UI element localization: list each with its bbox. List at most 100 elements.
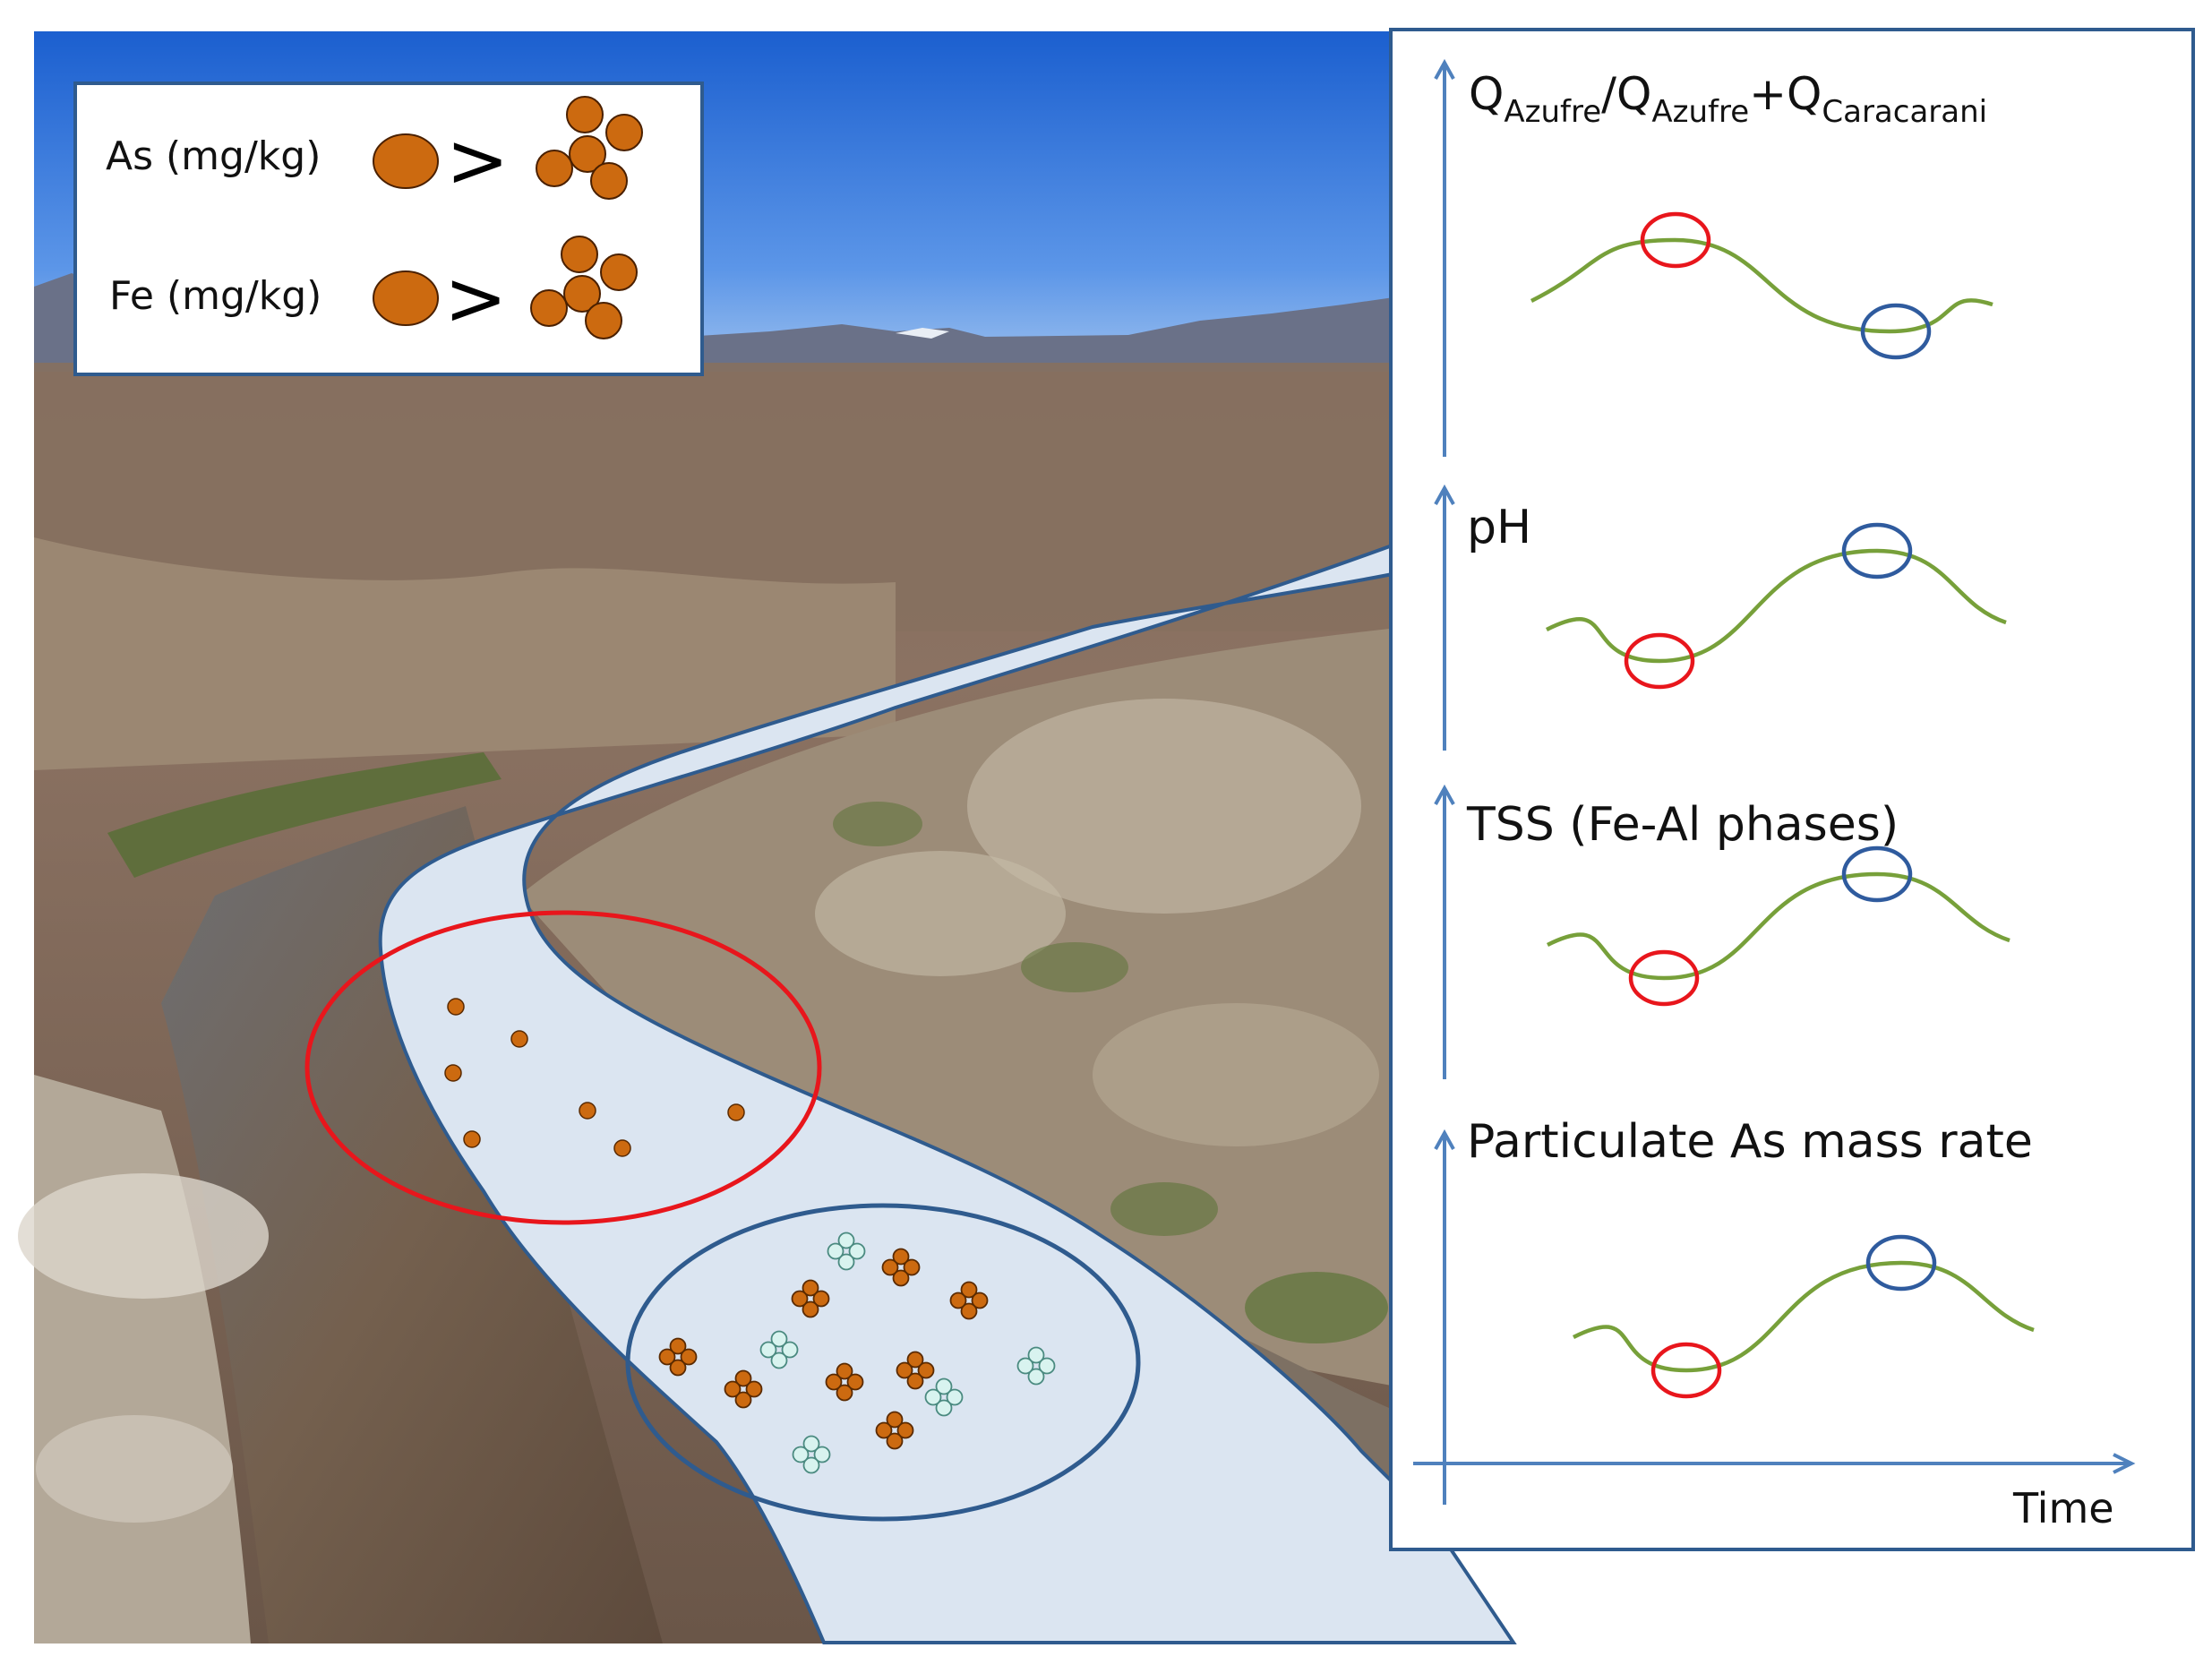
- greater-than-symbol: >: [444, 254, 507, 342]
- flower-lobe: [770, 1352, 788, 1369]
- flower-lobe: [802, 1456, 820, 1474]
- legend-label-fe: Fe (mg/kg): [109, 273, 322, 319]
- panel-curves: [1530, 211, 2035, 1399]
- trend-curve: [1530, 237, 1993, 334]
- y-axis-arrowhead: [1434, 484, 1455, 505]
- flower-lobe: [892, 1269, 910, 1287]
- flower-lobe: [802, 1279, 819, 1297]
- cluster-particle: [585, 302, 622, 339]
- orange-particle-aggregate: [825, 1362, 864, 1402]
- river-overlay: [378, 541, 1517, 1644]
- cyan-particle-aggregate: [759, 1330, 799, 1369]
- trend-curve: [1546, 871, 2011, 981]
- flower-lobe: [1038, 1357, 1056, 1375]
- cluster-particle: [563, 275, 601, 313]
- flower-lobe: [669, 1359, 687, 1377]
- flower-lobe: [827, 1242, 845, 1260]
- time-series-panel: QAzufre/QAzufre+QCaracarani pH TSS (Fe-A…: [1389, 28, 2195, 1551]
- particle-dot: [727, 1103, 745, 1121]
- cluster-particle: [605, 114, 643, 151]
- cyan-particle-aggregate: [1016, 1346, 1056, 1386]
- flower-lobe: [917, 1361, 935, 1379]
- label-slash-q: /Q: [1601, 68, 1651, 120]
- panel-axes: [1413, 58, 2136, 1505]
- trend-curve: [1545, 548, 2007, 664]
- blue-zone: [625, 1203, 1141, 1522]
- flower-lobe: [836, 1362, 853, 1380]
- flower-lobe: [949, 1292, 967, 1309]
- red-marker-ring: [1640, 211, 1711, 269]
- panel-label-ph: pH: [1467, 501, 1531, 554]
- flower-lobe: [759, 1341, 777, 1359]
- flower-lobe: [825, 1373, 843, 1391]
- x-axis-arrowhead: [2113, 1453, 2136, 1474]
- flower-lobe: [837, 1253, 855, 1271]
- cyan-particle-aggregate: [792, 1435, 831, 1474]
- label-sub-azufre-2: Azufre: [1651, 94, 1749, 130]
- legend-label-as: As (mg/kg): [106, 133, 321, 179]
- particle-cluster-icon: [530, 236, 638, 339]
- flower-lobe: [791, 1290, 809, 1308]
- flower-lobe: [935, 1377, 953, 1395]
- flower-lobe: [875, 1421, 893, 1439]
- label-plus-q: +Q: [1749, 68, 1822, 120]
- flower-lobe: [848, 1242, 866, 1260]
- red-marker-ring: [1628, 949, 1700, 1007]
- flower-lobe: [1016, 1357, 1034, 1375]
- particle-cluster-icon: [536, 96, 643, 200]
- blue-marker-ring: [1841, 522, 1913, 579]
- flower-lobe: [724, 1380, 742, 1398]
- particle-dot: [463, 1130, 481, 1148]
- blue-marker-ring: [1841, 845, 1913, 903]
- flower-lobe: [680, 1348, 698, 1366]
- flower-lobe: [1027, 1346, 1045, 1364]
- flower-lobe: [886, 1411, 904, 1429]
- flower-lobe: [792, 1446, 810, 1463]
- particle-dot: [447, 998, 465, 1016]
- flower-lobe: [846, 1373, 864, 1391]
- blue-zone-ellipse: [625, 1203, 1141, 1522]
- particle-dot: [579, 1102, 596, 1120]
- y-axis-arrowhead: [1434, 58, 1455, 80]
- flower-lobe: [960, 1302, 978, 1320]
- orange-particle-aggregate: [949, 1281, 989, 1320]
- orange-particle-aggregate: [875, 1411, 914, 1450]
- flower-lobe: [812, 1290, 830, 1308]
- flower-lobe: [886, 1432, 904, 1450]
- cluster-particle: [530, 289, 568, 327]
- orange-particle-aggregate: [791, 1279, 830, 1318]
- panel-label-particulate-as: Particulate As mass rate: [1467, 1115, 2033, 1169]
- red-marker-ring: [1624, 632, 1695, 690]
- red-zone: [304, 910, 822, 1225]
- grass-strip: [107, 752, 502, 878]
- label-q: Q: [1469, 68, 1504, 120]
- orange-particle-aggregate: [724, 1369, 763, 1409]
- flower-lobe: [813, 1446, 831, 1463]
- snow-patch: [896, 328, 949, 339]
- flower-lobe: [971, 1292, 989, 1309]
- flower-lobe: [836, 1384, 853, 1402]
- orange-particle-aggregate: [896, 1351, 935, 1390]
- red-zone-ellipse: [304, 910, 822, 1225]
- flower-lobe: [906, 1372, 924, 1390]
- panel-label-discharge-ratio: QAzufre/QAzufre+QCaracarani: [1469, 68, 1987, 130]
- flower-lobe: [802, 1300, 819, 1318]
- flower-lobe: [924, 1388, 942, 1406]
- cluster-particle: [590, 162, 628, 200]
- trend-curve: [1572, 1260, 2035, 1373]
- flower-lobe: [960, 1281, 978, 1299]
- legend-box: As (mg/kg) Fe (mg/kg) > >: [73, 82, 704, 376]
- label-sub-azufre: Azufre: [1504, 94, 1601, 130]
- blue-marker-ring: [1865, 1234, 1937, 1292]
- flower-lobe: [781, 1341, 799, 1359]
- flower-lobe: [935, 1399, 953, 1417]
- landscape-photo: [18, 31, 1406, 1644]
- flower-lobe: [1027, 1368, 1045, 1386]
- cluster-particle: [600, 253, 638, 291]
- flower-lobe: [837, 1232, 855, 1249]
- flower-lobe: [734, 1369, 752, 1387]
- flower-lobe: [745, 1380, 763, 1398]
- cluster-particle: [536, 150, 573, 187]
- flower-lobe: [896, 1421, 914, 1439]
- cluster-particle: [561, 236, 598, 273]
